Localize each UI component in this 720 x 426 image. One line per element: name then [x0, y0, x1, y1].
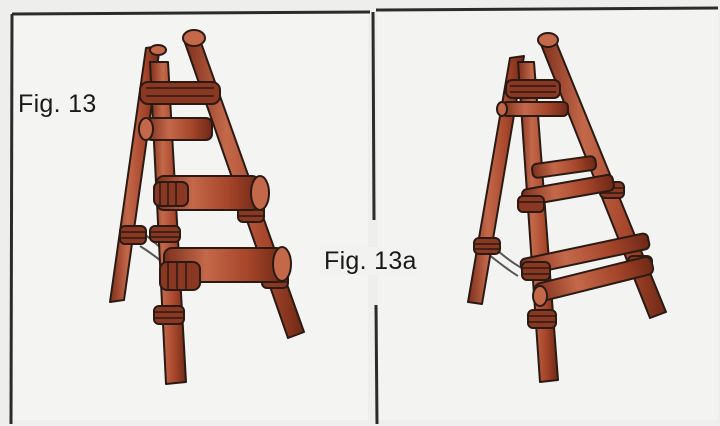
figure-label-13a: Fig. 13a [320, 247, 421, 275]
left-panel [10, 12, 368, 420]
figure-label-13: Fig. 13 [14, 90, 101, 118]
